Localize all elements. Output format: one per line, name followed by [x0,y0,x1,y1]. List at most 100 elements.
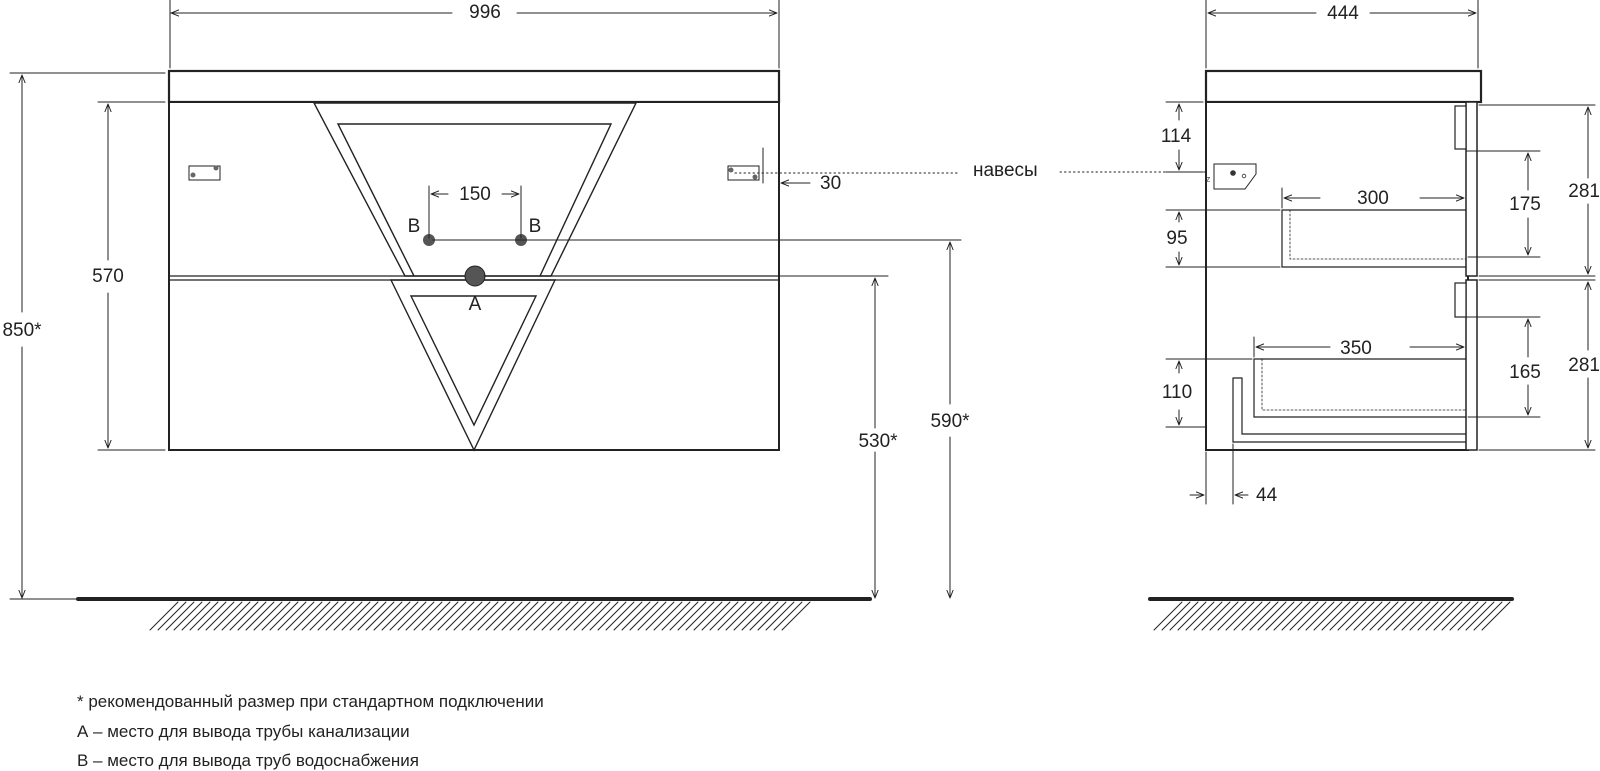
hatch-line [1449,601,1479,631]
hatch-line [1377,601,1407,631]
hatch-line [469,601,499,631]
lower-drawer-box [1253,358,1467,418]
hatch-line [357,601,387,631]
dim-drawer2-front-label: 281 [1568,355,1600,376]
dim-bottom-offset-label: 44 [1256,485,1278,506]
hatch-line [1385,601,1415,631]
hatch-line [1257,601,1287,631]
note-recommended: * рекомендованный размер при стандартном… [77,692,544,711]
hatch-line [749,601,779,631]
hatch-line [533,601,563,631]
hatch-line [653,601,683,631]
hatch-line [1425,601,1455,631]
dim-front-height-label: 570 [92,266,124,287]
dim-drawer2-depth-label: 350 [1340,338,1372,359]
hatch-line [525,601,555,631]
hatch-line [229,601,259,631]
hatch-line [285,601,315,631]
hatch-line [1193,601,1223,631]
hatch-line [1353,601,1383,631]
hatch-line [413,601,443,631]
hatch-line [565,601,595,631]
hatch-line [1329,601,1359,631]
hatch-line [1153,601,1183,631]
hatch-line [181,601,211,631]
hatch-line [157,601,187,631]
side-hanger: Z [1206,163,1257,190]
hatch-line [733,601,763,631]
hatch-line [757,601,787,631]
dim-drawer1-height-label: 175 [1509,194,1541,215]
hatch-line [629,601,659,631]
hatch-line [1465,601,1495,631]
hatch-line [501,601,531,631]
side-cabinet-body [1205,101,1469,451]
front-floor-hatch [149,601,811,631]
hatch-line [1473,601,1503,631]
hatch-line [165,601,195,631]
dim-supply-height-label: 590* [930,411,970,432]
dim-hanger-offset-label: 30 [820,173,841,194]
hatch-line [221,601,251,631]
hatch-line [269,601,299,631]
hatch-line [1161,601,1191,631]
hatch-line [1409,601,1439,631]
hatch-line [725,601,755,631]
pipe-b-left-marker [423,234,435,246]
hatch-line [605,601,635,631]
hatch-line [1417,601,1447,631]
hatch-line [333,601,363,631]
hatch-line [773,601,803,631]
hatch-line [365,601,395,631]
hatch-line [765,601,795,631]
hatch-line [1209,601,1239,631]
hatch-line [301,601,331,631]
hatch-line [173,601,203,631]
svg-text:Z: Z [1206,177,1211,184]
dim-depth-label: 444 [1327,3,1359,24]
hatch-line [1225,601,1255,631]
hatch-line [1289,601,1319,631]
hatch-line [661,601,691,631]
hatch-line [397,601,427,631]
hatch-line [1217,601,1247,631]
hatch-line [1185,601,1215,631]
hatch-line [1457,601,1487,631]
hatch-line [1177,601,1207,631]
hatch-line [1297,601,1327,631]
dim-total-height-label: 850* [2,320,42,341]
hatch-line [317,601,347,631]
dim-drawer1-front-label: 281 [1568,181,1600,202]
hatch-line [341,601,371,631]
hatch-line [1361,601,1391,631]
hatch-line [1241,601,1271,631]
front-countertop [167,69,781,104]
hatch-line [677,601,707,631]
side-lower-front [1465,279,1478,451]
upper-drawer-box [1281,209,1467,268]
hatch-line [1169,601,1199,631]
hatch-line [541,601,571,631]
hatch-line [213,601,243,631]
hatch-line [245,601,275,631]
hatch-line [701,601,731,631]
hatch-line [325,601,355,631]
hatch-line [197,601,227,631]
pipe-a-label: A [469,294,482,315]
hatch-line [485,601,515,631]
hatch-line [429,601,459,631]
hatch-line [613,601,643,631]
hatch-line [1337,601,1367,631]
hatch-line [205,601,235,631]
side-view: Z 444 114 300 95 [1148,0,1600,631]
hatch-line [261,601,291,631]
dim-pipe-spacing-label: 150 [459,184,491,205]
hatch-line [1273,601,1303,631]
front-view: 996 850* 570 150 B B A 30 навесы 590* [2,0,1234,631]
hatch-line [189,601,219,631]
hatch-line [1265,601,1295,631]
dim-drawer1-inner-label: 95 [1166,228,1187,249]
dim-drawer2-inner-label: 110 [1162,382,1192,403]
hatch-line [549,601,579,631]
